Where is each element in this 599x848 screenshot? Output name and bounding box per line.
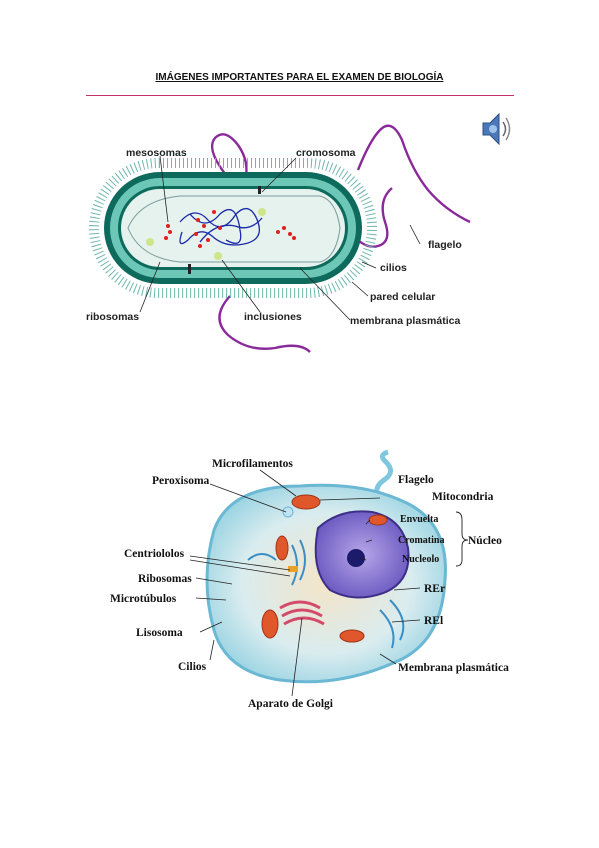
cell-centrioles [288, 566, 298, 572]
bacteria-flagellum-bottom [218, 295, 311, 353]
label-peroxisoma: Peroxisoma [152, 475, 210, 487]
bacteria-ribosomes [164, 210, 296, 248]
label-cilios: cilios [380, 262, 407, 274]
page-title: IMÁGENES IMPORTANTES PARA EL EXAMEN DE B… [155, 72, 444, 83]
label-membrana: membrana plasmática [350, 315, 460, 327]
label-ribosomas: ribosomas [86, 311, 139, 323]
bacteria-inclusions [146, 208, 266, 260]
cell-golgi [279, 600, 325, 626]
label-rer: REr [424, 583, 445, 595]
label-centriololos: Centriololos [124, 548, 185, 560]
bacteria-flagellum-right2 [349, 187, 393, 248]
label-mitocondria: Mitocondria [432, 491, 494, 503]
cell-flagellum [374, 449, 393, 502]
label-ribosomas-cell: Ribosomas [138, 573, 192, 585]
label-envuelta: Envuelta [400, 514, 438, 525]
animal-cell-diagram: Microfilamentos Peroxisoma Flagelo Mitoc… [110, 449, 509, 710]
label-pared-celular: pared celular [370, 291, 435, 303]
label-mesosomas: mesosomas [126, 147, 187, 159]
speaker-icon[interactable] [476, 111, 512, 147]
label-microfilamentos: Microfilamentos [212, 458, 293, 470]
label-golgi: Aparato de Golgi [248, 698, 334, 710]
label-lisosoma: Lisosoma [136, 627, 183, 639]
title-divider [86, 95, 514, 96]
cell-nucleolus [347, 549, 365, 567]
bacteria-flagellum-right [356, 124, 471, 224]
label-rel: REl [424, 615, 443, 627]
label-cilios-cell: Cilios [178, 661, 207, 673]
label-flagelo: flagelo [428, 239, 462, 251]
label-nucleolo: Nucleolo [402, 554, 439, 565]
cell-mitochondria [261, 494, 388, 643]
bacteria-chromosome [179, 207, 263, 246]
label-cromatina: Cromatina [398, 535, 444, 546]
label-cromosoma: cromosoma [296, 147, 356, 159]
cell-er [247, 539, 405, 649]
label-inclusiones: inclusiones [244, 311, 302, 323]
label-membrana-cell: Membrana plasmática [398, 662, 509, 674]
bacteria-diagram: mesosomas cromosoma flagelo cilios pared… [86, 124, 471, 353]
bacteria-flagellum-top [210, 133, 248, 181]
label-nucleo: Núcleo [468, 535, 502, 547]
label-microtubulos: Microtúbulos [110, 593, 177, 605]
label-flagelo-cell: Flagelo [398, 474, 434, 486]
